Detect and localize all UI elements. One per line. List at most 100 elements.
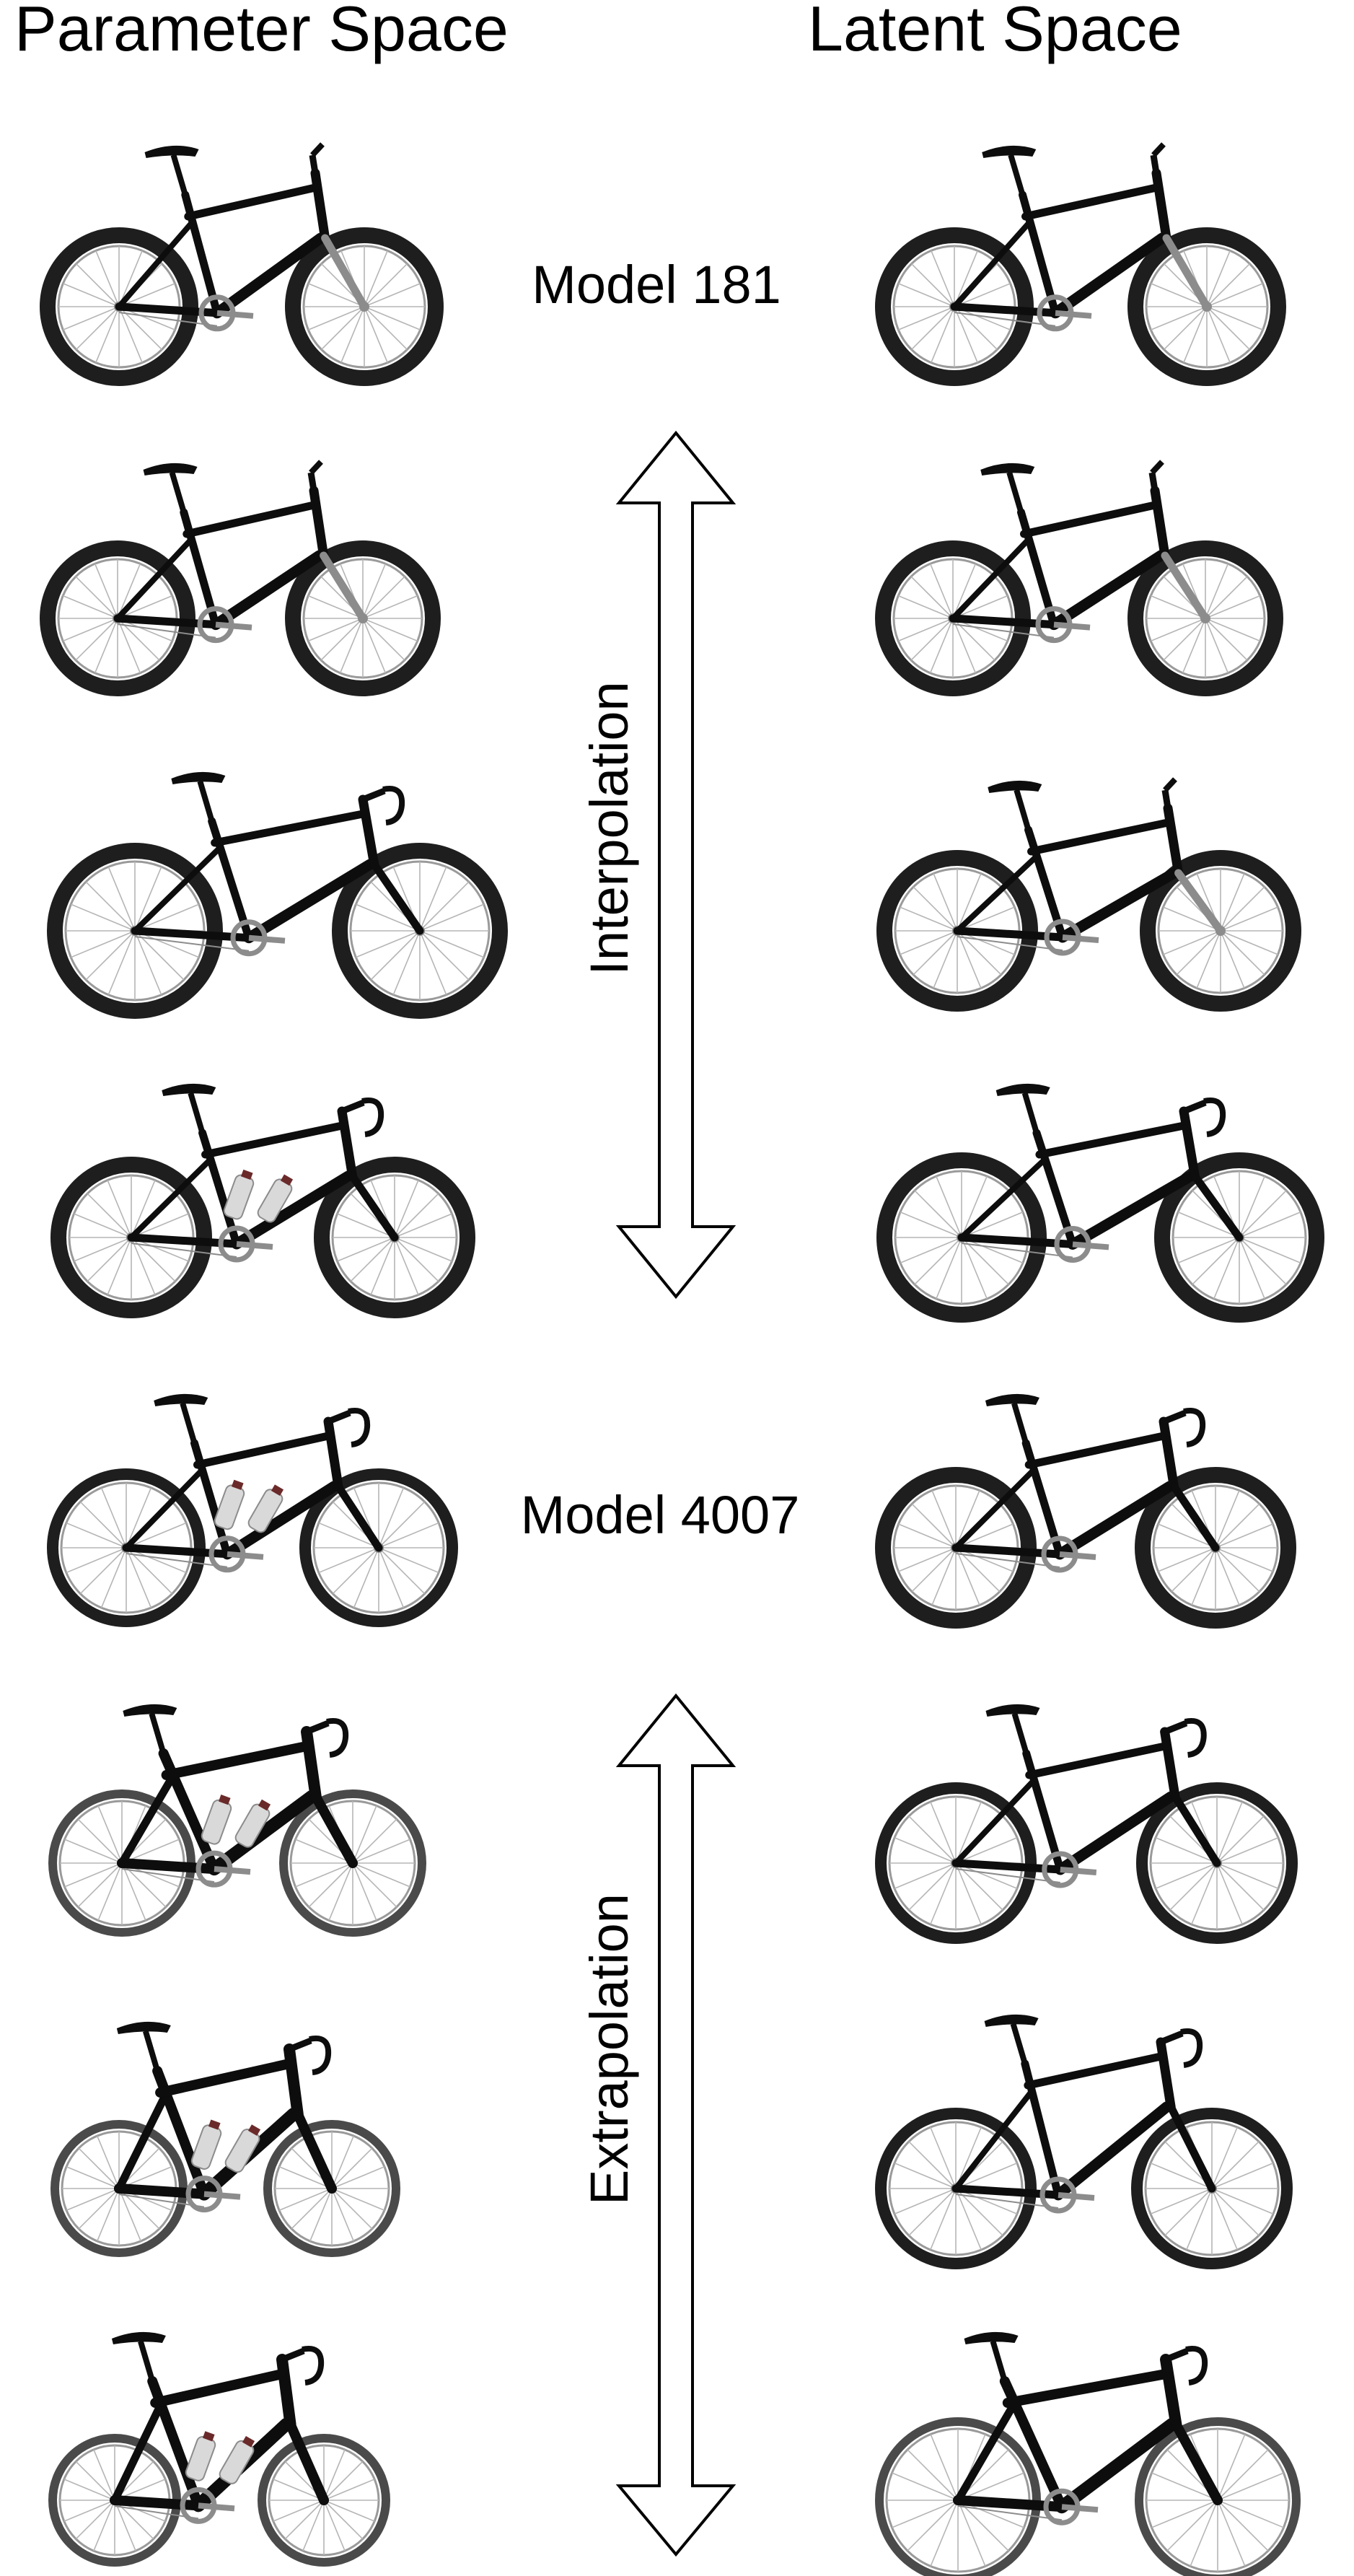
saddle <box>171 771 226 784</box>
front-wheel <box>279 1789 426 1937</box>
bike-illustration <box>50 1083 475 1318</box>
extrapolation-label: Extrapolation <box>579 1893 639 2205</box>
handlebar <box>281 2346 325 2386</box>
drivetrain <box>134 919 286 957</box>
bike-illustration <box>875 2014 1293 2269</box>
handlebar <box>305 1718 349 1758</box>
drivetrain <box>952 606 1091 644</box>
handlebar <box>1164 2346 1208 2386</box>
drivetrain <box>955 1535 1096 1573</box>
bike-frame <box>117 1726 358 1876</box>
handlebar <box>340 1098 384 1137</box>
bike-frame <box>122 1416 383 1560</box>
bike-frame <box>953 2354 1223 2514</box>
bike-illustration <box>875 1704 1298 1944</box>
drivetrain <box>118 294 254 332</box>
saddle <box>154 1393 208 1406</box>
handlebar <box>1148 460 1164 491</box>
bike-frame <box>113 486 367 631</box>
bike-illustration <box>48 1704 426 1937</box>
handlebar <box>1162 1408 1206 1447</box>
bike-frame <box>115 168 369 319</box>
saddle <box>985 1704 1040 1717</box>
bike-illustration <box>47 1393 458 1627</box>
bike-frame <box>114 2043 337 2201</box>
bike-frame <box>951 1727 1221 1875</box>
front-wheel <box>258 2434 390 2567</box>
water-bottles <box>223 1169 294 1223</box>
saddle <box>123 1704 177 1717</box>
bike-frame <box>110 2354 329 2513</box>
front-wheel <box>299 1468 458 1627</box>
model-4007-label: Model 4007 <box>521 1485 800 1545</box>
rear-wheel <box>875 2108 1037 2269</box>
bike-illustration <box>40 142 444 386</box>
water-bottles <box>190 2119 261 2173</box>
saddle <box>982 145 1037 158</box>
saddle <box>116 2021 171 2034</box>
handlebar <box>1150 142 1166 174</box>
drivetrain <box>957 919 1099 956</box>
bike-illustration <box>875 460 1283 696</box>
bike-illustration <box>875 142 1286 386</box>
drivetrain <box>954 294 1092 332</box>
saddle <box>980 463 1035 476</box>
drivetrain <box>117 606 252 644</box>
handlebar <box>1161 777 1177 809</box>
interpolation-arrow <box>615 430 737 1300</box>
saddle <box>988 780 1042 793</box>
water-bottles <box>185 2431 255 2484</box>
saddle <box>985 1393 1039 1406</box>
drivetrain <box>118 2176 241 2213</box>
handlebar <box>1182 1098 1226 1137</box>
bike-illustration <box>876 777 1301 1012</box>
bike-illustration <box>876 1083 1324 1323</box>
rear-wheel <box>876 1152 1047 1323</box>
handlebar <box>309 142 325 174</box>
latent-space-header: Latent Space <box>808 0 1182 64</box>
drivetrain <box>961 1225 1109 1263</box>
saddle <box>144 145 199 158</box>
front-wheel <box>1136 1782 1298 1944</box>
bike-frame <box>957 1106 1244 1250</box>
handlebar <box>1163 1718 1207 1758</box>
front-wheel <box>1127 227 1286 386</box>
saddle <box>111 2331 166 2344</box>
handlebar <box>288 2036 332 2075</box>
front-wheel <box>1127 540 1283 696</box>
front-wheel <box>285 227 444 386</box>
bike-frame <box>127 1106 399 1250</box>
bike-frame <box>131 794 424 944</box>
water-bottles <box>214 1479 284 1533</box>
latent-space-column <box>875 142 1324 2576</box>
rear-wheel <box>47 843 223 1019</box>
drivetrain <box>957 2488 1099 2525</box>
bike-frame <box>951 2037 1216 2201</box>
handlebar <box>327 1408 371 1447</box>
front-wheel <box>1140 850 1301 1012</box>
model-181-label: Model 181 <box>532 255 781 315</box>
handlebar <box>307 460 323 491</box>
interpolation-label: Interpolation <box>579 681 639 975</box>
drivetrain <box>126 1535 264 1573</box>
drivetrain <box>121 1850 251 1888</box>
bike-illustration <box>47 771 508 1019</box>
drivetrain <box>114 2487 235 2524</box>
saddle <box>984 2014 1039 2027</box>
bike-illustration <box>50 2021 400 2257</box>
handlebar <box>1159 2028 1203 2068</box>
saddle <box>964 2331 1019 2344</box>
water-bottles <box>201 1795 271 1848</box>
saddle <box>995 1083 1050 1096</box>
bike-illustration <box>40 460 441 696</box>
extrapolation-arrow <box>615 1693 737 2557</box>
drivetrain <box>955 2176 1095 2214</box>
parameter-space-column <box>40 142 508 2567</box>
bike-illustration <box>875 1393 1296 1629</box>
saddle <box>143 463 198 476</box>
rear-wheel <box>875 227 1034 386</box>
handlebar <box>361 786 405 825</box>
bike-illustration <box>48 2331 390 2567</box>
saddle <box>162 1083 216 1096</box>
